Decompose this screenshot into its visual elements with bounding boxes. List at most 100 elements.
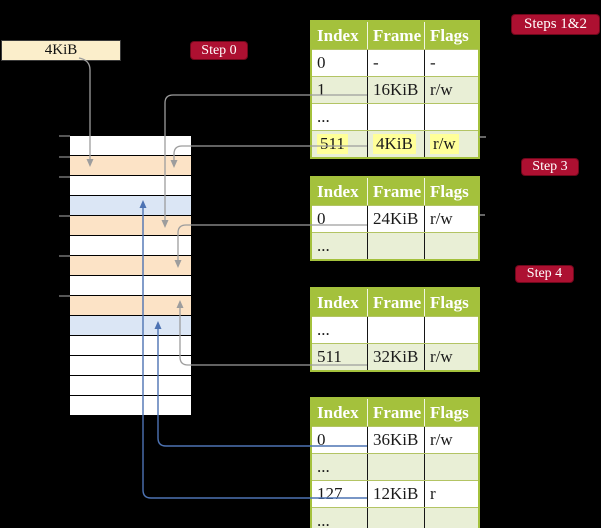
memory-row-white (70, 136, 191, 156)
memory-row-peach (70, 256, 191, 276)
memory-row-white (70, 376, 191, 396)
table-row: 0 24KiB r/w (312, 205, 478, 232)
cell-text: 511 (317, 347, 342, 366)
cell-text: ... (317, 511, 330, 528)
table-cell (368, 508, 425, 528)
cell-text: 0 (317, 430, 326, 449)
cell-text: ... (317, 457, 330, 476)
table-cell: - (425, 50, 478, 76)
table-cell (368, 104, 425, 130)
cell-text: 36KiB (373, 430, 419, 449)
cell-text: 1 (317, 80, 326, 99)
table-cell (425, 233, 478, 259)
table-cell: r/w (425, 427, 478, 453)
table-cell: 0 (312, 206, 368, 232)
table-cell: r/w (425, 344, 478, 370)
cell-text: r/w (430, 347, 453, 366)
memory-row-white (70, 356, 191, 376)
table-row: ... (312, 232, 478, 259)
cell-text: - (430, 53, 436, 72)
column-header: Frame (368, 399, 425, 426)
cell-text: ... (317, 236, 330, 255)
table-cell: ... (312, 104, 368, 130)
column-header: Frame (368, 289, 425, 316)
table-cell: 127 (312, 481, 368, 507)
table-cell: 0 (312, 50, 368, 76)
cell-text: 12KiB (373, 484, 419, 503)
table-cell: r/w (425, 131, 478, 157)
column-header: Flags (430, 25, 469, 45)
cell-text: 24KiB (373, 209, 419, 228)
badge-step-0: Step 0 (190, 41, 248, 60)
badge-step-3: Step 3 (521, 158, 579, 176)
table-cell: 36KiB (368, 427, 425, 453)
memory-ticks (59, 135, 70, 297)
memory-row-white (70, 236, 191, 256)
table-row: ... (312, 103, 478, 130)
table-row: 511 4KiB r/w (312, 130, 478, 157)
table-cell: 511 (312, 344, 368, 370)
table-cell: ... (312, 454, 368, 480)
cell-text: 32KiB (373, 347, 419, 366)
table-cell: 32KiB (368, 344, 425, 370)
physical-memory-column (70, 136, 191, 416)
column-header: Index (312, 399, 368, 426)
table-row: 1 16KiB r/w (312, 76, 478, 103)
table-cell (425, 317, 478, 343)
table-cell (425, 508, 478, 528)
cell-text: 127 (317, 484, 343, 503)
column-header: Index (312, 178, 368, 205)
cell-text: - (373, 53, 379, 72)
table-cell: 24KiB (368, 206, 425, 232)
column-header: Flags (430, 181, 469, 201)
table-cell: r/w (425, 206, 478, 232)
column-header: Index (312, 289, 368, 316)
memory-row-white (70, 396, 191, 416)
memory-row-blue (70, 316, 191, 336)
memory-row-white (70, 176, 191, 196)
badge-steps-1-2: Steps 1&2 (511, 14, 600, 35)
cell-text: 4KiB (373, 134, 416, 154)
column-header: Frame (368, 22, 425, 49)
cell-text: 0 (317, 53, 326, 72)
table-cell (368, 454, 425, 480)
cell-text: r (430, 484, 436, 503)
cell-text: r/w (430, 80, 453, 99)
cell-text: 16KiB (373, 80, 419, 99)
column-header: Flags (430, 292, 469, 312)
cell-text: r/w (430, 209, 453, 228)
table-row: 127 12KiB r (312, 480, 478, 507)
page-size-label: 4KiB (1, 40, 121, 61)
table-cell: 4KiB (368, 131, 425, 157)
table-cell (368, 317, 425, 343)
cell-text: 0 (317, 209, 326, 228)
table-cell: 12KiB (368, 481, 425, 507)
table-cell: ... (312, 508, 368, 528)
cell-text: r/w (430, 430, 453, 449)
table-cell (368, 233, 425, 259)
table-row: 0 - - (312, 49, 478, 76)
column-header: Index (312, 22, 368, 49)
table-cell: 511 (312, 131, 368, 157)
table-cell: 1 (312, 77, 368, 103)
column-header: Frame (368, 178, 425, 205)
column-header: Flags (430, 402, 469, 422)
cell-text: 511 (317, 134, 348, 154)
table-row: ... (312, 316, 478, 343)
cell-text: ... (317, 320, 330, 339)
memory-row-peach (70, 216, 191, 236)
table-cell: r/w (425, 77, 478, 103)
cell-text: r/w (430, 134, 459, 154)
cell-text: ... (317, 107, 330, 126)
badge-step-4: Step 4 (515, 265, 574, 283)
memory-row-blue (70, 196, 191, 216)
table-cell (425, 104, 478, 130)
